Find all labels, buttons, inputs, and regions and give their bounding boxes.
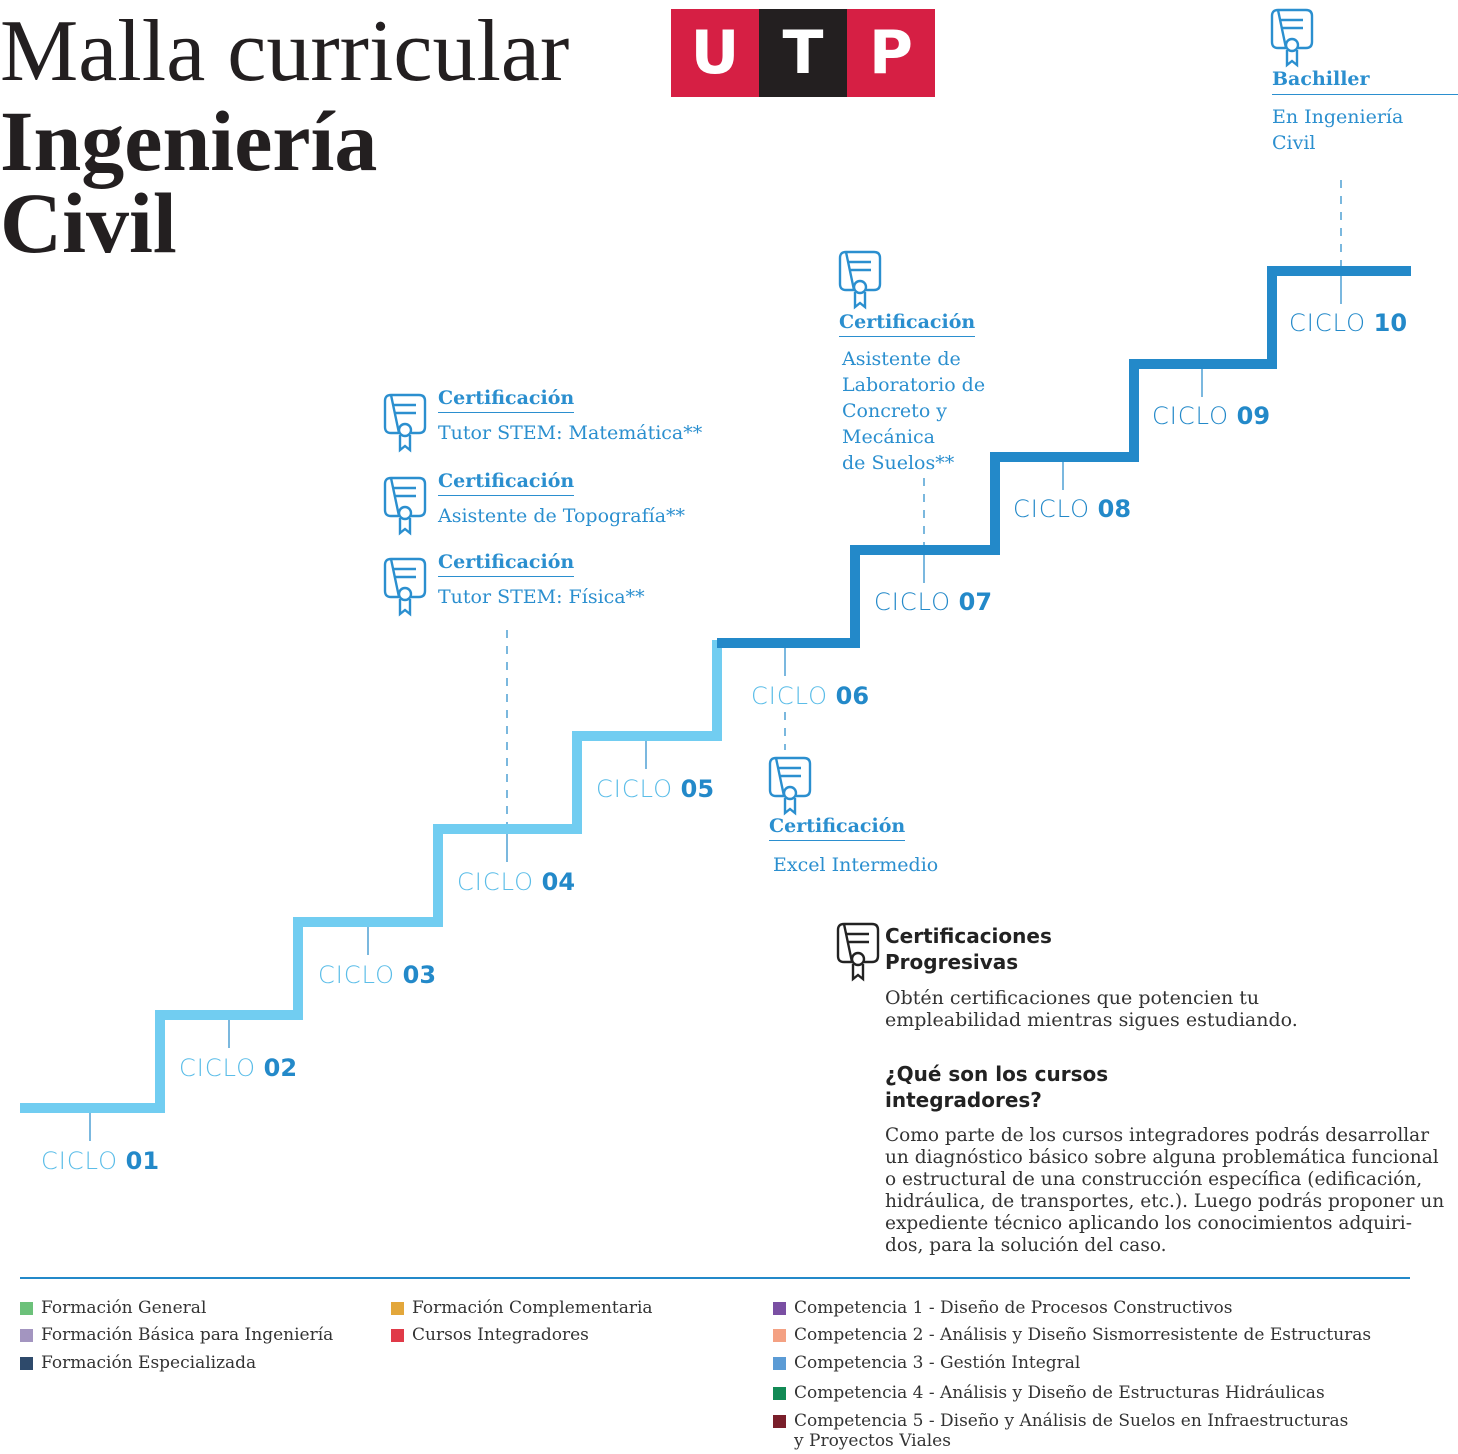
cert-title-tutor-matematica: Certificación xyxy=(438,387,575,413)
legend-swatch xyxy=(773,1302,786,1315)
certificate-icon xyxy=(838,250,882,310)
ciclo-label-03: CICLO 03 xyxy=(318,961,437,989)
title-line-1: Malla curricular xyxy=(0,3,570,100)
logo-letter-t: T xyxy=(759,9,847,97)
legend-swatch xyxy=(773,1329,786,1342)
staircase-dark xyxy=(717,266,1411,648)
legend-swatch xyxy=(773,1387,786,1400)
legend-swatch xyxy=(20,1302,33,1315)
legend-swatch xyxy=(20,1329,33,1342)
cert-title-bachiller: Bachiller xyxy=(1272,68,1458,95)
ciclo-label-09: CICLO 09 xyxy=(1152,402,1271,430)
title-line-3: Civil xyxy=(0,175,177,271)
logo-letter-u: U xyxy=(671,9,759,97)
integradores-heading: ¿Qué son los cursos integradores? xyxy=(885,1062,1109,1112)
staircase-light xyxy=(20,640,722,1113)
dashed-connectors xyxy=(506,180,1342,824)
certificate-icon xyxy=(768,756,812,816)
legend-item-formacion-general: Formación General xyxy=(20,1298,206,1318)
ciclo-ticks xyxy=(89,276,1342,1141)
cert-title-topografia: Certificación xyxy=(438,470,575,496)
legend-item-formacion-basica: Formación Básica para Ingeniería xyxy=(20,1325,333,1345)
ciclo-label-08: CICLO 08 xyxy=(1013,495,1132,523)
certificate-icon xyxy=(1270,8,1314,68)
certificate-icon xyxy=(383,557,427,617)
cert-title-tutor-fisica: Certificación xyxy=(438,551,575,577)
legend-swatch xyxy=(391,1302,404,1315)
legend-swatch xyxy=(773,1415,786,1428)
cert-desc-excel: Excel Intermedio xyxy=(773,854,939,876)
legend-swatch xyxy=(391,1329,404,1342)
legend-item-formacion-complementaria: Formación Complementaria xyxy=(391,1298,653,1318)
legend-item-competencia-3: Competencia 3 - Gestión Integral xyxy=(773,1353,1080,1373)
integradores-text: Como parte de los cursos integradores po… xyxy=(885,1125,1445,1256)
certificate-icon xyxy=(836,922,880,982)
certificate-icon xyxy=(383,476,427,536)
cert-title-excel: Certificación xyxy=(769,815,906,841)
utp-logo: U T P xyxy=(671,9,935,97)
ciclo-label-04: CICLO 04 xyxy=(457,868,576,896)
legend-item-formacion-especializada: Formación Especializada xyxy=(20,1353,256,1373)
cert-desc-laboratorio: Asistente de Laboratorio de Concreto y M… xyxy=(842,348,986,474)
ciclo-label-01: CICLO 01 xyxy=(41,1147,160,1175)
cert-progresivas-heading: Certificaciones Progresivas xyxy=(885,924,1052,974)
certificate-icon xyxy=(383,393,427,453)
legend-item-competencia-5: Competencia 5 - Diseño y Análisis de Sue… xyxy=(773,1411,1348,1451)
ciclo-label-07: CICLO 07 xyxy=(874,588,993,616)
cert-desc-tutor-matematica: Tutor STEM: Matemática** xyxy=(438,422,703,444)
legend-item-competencia-4: Competencia 4 - Análisis y Diseño de Est… xyxy=(773,1383,1325,1403)
ciclo-label-10: CICLO 10 xyxy=(1289,309,1408,337)
legend-item-competencia-1: Competencia 1 - Diseño de Procesos Const… xyxy=(773,1298,1232,1318)
cert-desc-tutor-fisica: Tutor STEM: Física** xyxy=(438,586,645,608)
cert-desc-bachiller: En Ingeniería Civil xyxy=(1272,106,1404,154)
ciclo-label-05: CICLO 05 xyxy=(596,775,715,803)
cert-title-laboratorio: Certificación xyxy=(839,311,976,337)
cert-progresivas-text: Obtén certificaciones que potencien tu e… xyxy=(885,987,1298,1031)
ciclo-label-06: CICLO 06 xyxy=(751,682,870,710)
ciclo-label-02: CICLO 02 xyxy=(179,1054,298,1082)
title-line-2: Ingeniería xyxy=(0,93,378,189)
legend-swatch xyxy=(20,1357,33,1370)
cert-desc-topografia: Asistente de Topografía** xyxy=(438,505,686,527)
legend-item-cursos-integradores: Cursos Integradores xyxy=(391,1325,589,1345)
legend-item-competencia-2: Competencia 2 - Análisis y Diseño Sismor… xyxy=(773,1325,1371,1345)
logo-letter-p: P xyxy=(847,9,935,97)
legend-swatch xyxy=(773,1357,786,1370)
